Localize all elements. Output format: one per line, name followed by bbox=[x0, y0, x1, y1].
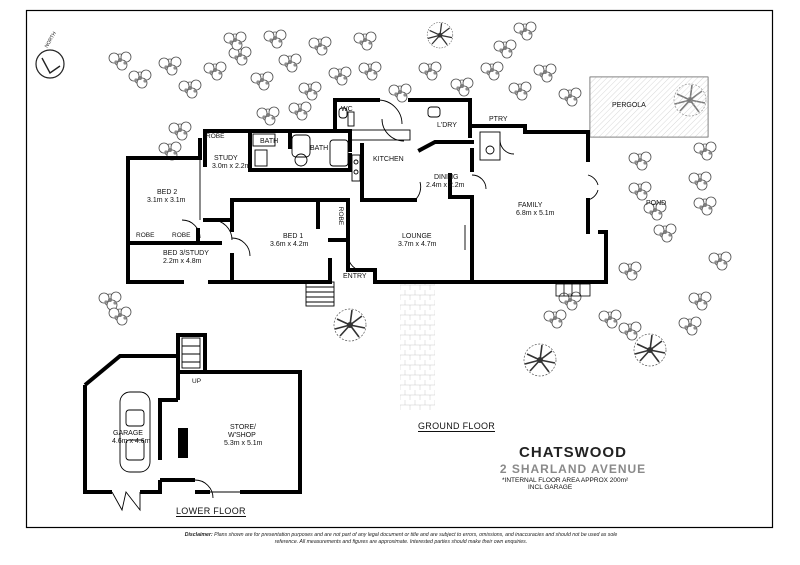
room-label-bed-3-study: BED 3/STUDY bbox=[163, 250, 209, 257]
room-dim-lounge: 3.7m x 4.7m bbox=[398, 241, 437, 248]
room-label-pantry: PTRY bbox=[489, 116, 508, 123]
room-label-kitchen: KITCHEN bbox=[373, 156, 404, 163]
lower-floor-walls bbox=[83, 333, 302, 494]
room-label-bath-2: BATH bbox=[310, 145, 329, 152]
room-label-bed-2: BED 2 bbox=[157, 189, 178, 196]
room-label-entry: ENTRY bbox=[343, 273, 367, 280]
north-arrow-icon bbox=[35, 49, 65, 79]
room-dim-family: 6.8m x 5.1m bbox=[516, 210, 555, 217]
disclaimer-label: Disclaimer: bbox=[184, 532, 213, 538]
room-label-robe-bed-1: ROBE bbox=[337, 206, 345, 226]
room-dim-bed-2: 3.1m x 3.1m bbox=[147, 197, 186, 204]
property-title-block: CHATSWOOD 2 SHARLAND AVENUE *INTERNAL FL… bbox=[476, 444, 670, 491]
room-dim-study: 3.0m x 2.2m bbox=[212, 163, 251, 170]
room-label-robe-mid: ROBE bbox=[172, 232, 191, 239]
entry-steps bbox=[305, 281, 335, 307]
disclaimer-line-2: reference. All measurements and figures … bbox=[274, 539, 528, 545]
garage-note: INCL GARAGE bbox=[528, 484, 573, 491]
room-dim-bed-3-study: 2.2m x 4.8m bbox=[163, 258, 202, 265]
lower-floor-fittings bbox=[111, 337, 240, 512]
room-label-workshop: W'SHOP bbox=[228, 432, 256, 439]
pergola-area bbox=[589, 76, 709, 138]
room-label-wc: WC bbox=[341, 106, 353, 113]
fireplace bbox=[178, 428, 188, 458]
garden-path bbox=[400, 280, 435, 410]
room-label-pergola: PERGOLA bbox=[612, 102, 646, 109]
rear-steps bbox=[555, 283, 591, 297]
disclaimer-line-1: Plans shown are for presentation purpose… bbox=[214, 532, 618, 538]
room-label-pond: POND bbox=[646, 200, 667, 207]
disclaimer: Disclaimer: Plans shown are for presenta… bbox=[118, 532, 684, 546]
room-dim-store: 5.3m x 5.1m bbox=[224, 440, 263, 447]
room-label-dining: DINING bbox=[434, 174, 459, 181]
room-label-store: STORE/ bbox=[230, 424, 256, 431]
ground-floor-walls bbox=[126, 98, 608, 284]
room-dim-dining: 2.4m x 2.2m bbox=[426, 182, 465, 189]
room-label-robe-left: ROBE bbox=[136, 232, 155, 239]
ground-floor-fittings bbox=[127, 99, 599, 282]
room-label-garage: GARAGE bbox=[113, 430, 143, 437]
room-label-bed-1: BED 1 bbox=[283, 233, 304, 240]
street-address: 2 SHARLAND AVENUE bbox=[499, 462, 647, 476]
floor-area-note: *INTERNAL FLOOR AREA APPROX 200m² bbox=[502, 477, 629, 484]
suburb-name: CHATSWOOD bbox=[519, 444, 627, 461]
room-label-bath-1: BATH bbox=[260, 138, 279, 145]
room-label-robe-top: ROBE bbox=[206, 133, 225, 140]
room-dim-garage: 4.6m x 4.6m bbox=[112, 438, 151, 445]
page-border bbox=[25, 9, 774, 529]
room-label-family: FAMILY bbox=[518, 202, 543, 209]
room-dim-bed-1: 3.6m x 4.2m bbox=[270, 241, 309, 248]
room-label-laundry: L'DRY bbox=[437, 122, 457, 129]
room-label-lounge: LOUNGE bbox=[402, 233, 432, 240]
room-label-study: STUDY bbox=[214, 155, 238, 162]
floor-label-lower: LOWER FLOOR bbox=[176, 506, 246, 517]
floor-label-ground: GROUND FLOOR bbox=[418, 421, 496, 432]
stair-label-up: UP bbox=[192, 378, 202, 385]
